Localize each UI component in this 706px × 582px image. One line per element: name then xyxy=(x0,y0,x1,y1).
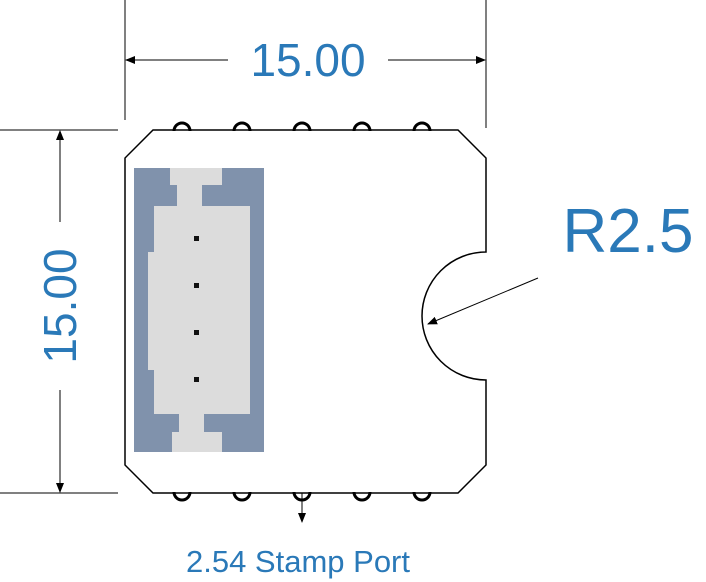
stamp-hole xyxy=(412,121,432,132)
stamp-hole xyxy=(352,491,372,502)
stamp-hole xyxy=(412,491,432,502)
radius-label: R2.5 xyxy=(563,197,694,266)
connector-pins xyxy=(194,236,199,382)
stamp-hole xyxy=(232,121,252,132)
top-stamp-holes xyxy=(172,121,432,132)
connector-pin xyxy=(194,377,199,382)
height-label: 15.00 xyxy=(34,248,86,363)
width-dimension xyxy=(124,0,487,128)
stamp-hole xyxy=(172,121,192,132)
stamp-hole xyxy=(352,121,372,132)
port-label: 2.54 Stamp Port xyxy=(186,544,410,579)
stamp-hole xyxy=(292,121,312,132)
radius-leader xyxy=(427,277,539,325)
stamp-hole xyxy=(172,491,192,502)
height-dimension xyxy=(0,129,118,494)
connector-footprint xyxy=(134,168,264,452)
width-label: 15.00 xyxy=(250,34,365,86)
connector-pin xyxy=(194,236,199,241)
connector-pin xyxy=(194,283,199,288)
connector-pin xyxy=(194,330,199,335)
connector-cavity xyxy=(148,168,250,452)
stamp-hole xyxy=(232,491,252,502)
